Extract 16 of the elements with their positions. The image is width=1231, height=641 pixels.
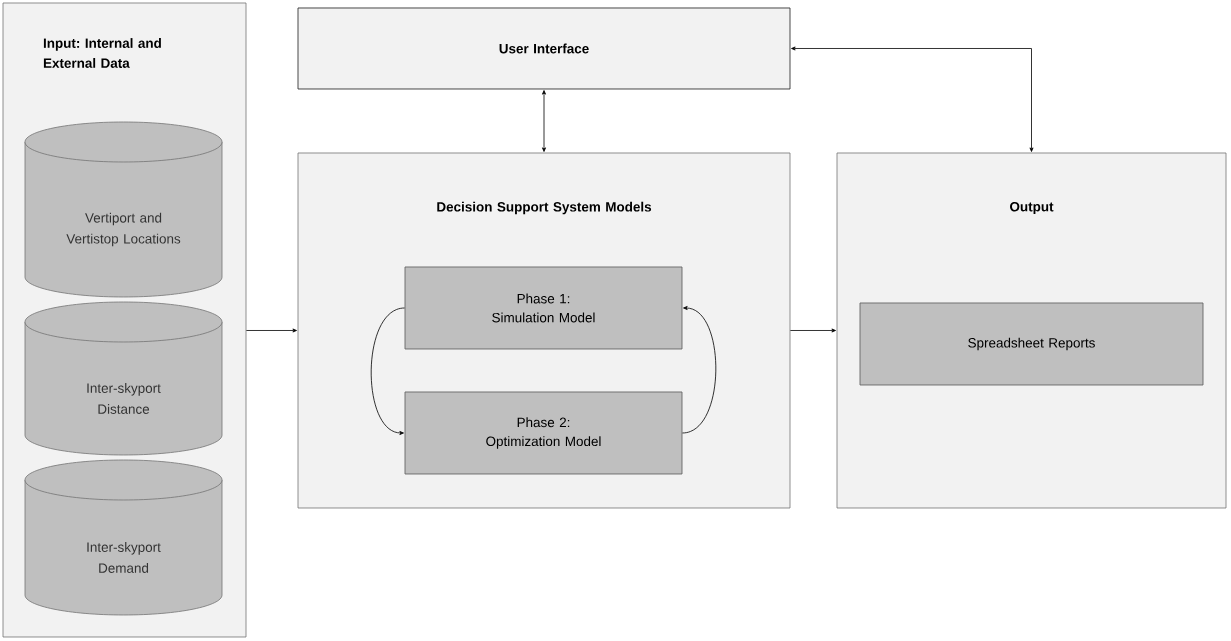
panel-heading: Output	[1010, 201, 1054, 215]
panel-heading: Input: Internal and External Data	[43, 38, 161, 68]
arrow	[542, 90, 546, 152]
arrow	[682, 306, 717, 434]
database-cylinder: Vertiport and Vertistop Locations	[24, 121, 223, 298]
arrow	[790, 328, 836, 333]
process-box: Spreadsheet Reports	[859, 302, 1204, 386]
process-box: Phase 2: Optimization Model	[404, 391, 683, 475]
arrow	[791, 46, 1034, 152]
database-cylinder: Inter-skyport Distance	[24, 301, 223, 456]
panel-heading: Decision Support System Models	[437, 201, 652, 215]
process-box: Phase 1: Simulation Model	[404, 266, 683, 350]
arrow	[370, 307, 405, 435]
process-box: User Interface	[297, 7, 791, 90]
arrow	[246, 328, 297, 333]
database-cylinder: Inter-skyport Demand	[24, 459, 223, 616]
